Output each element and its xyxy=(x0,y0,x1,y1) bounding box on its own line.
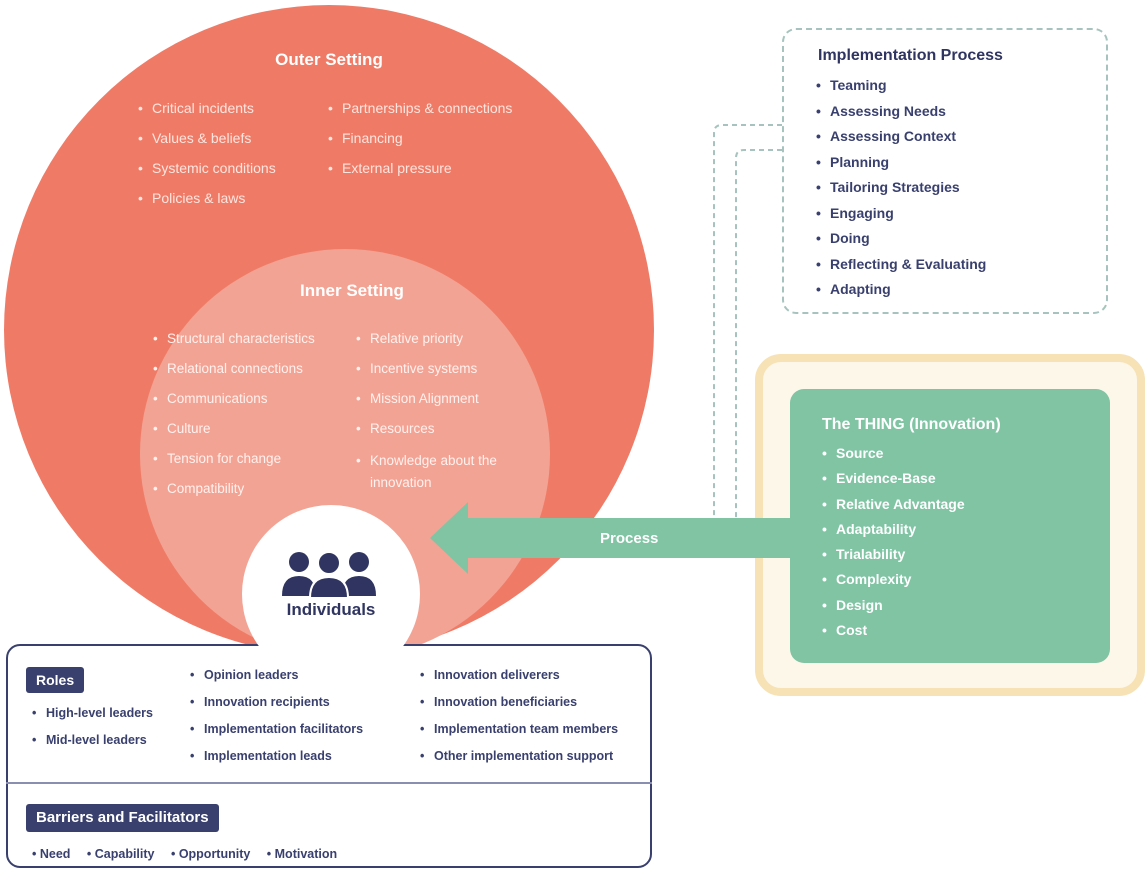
outer-setting-title: Outer Setting xyxy=(275,50,383,69)
inner-setting-title: Inner Setting xyxy=(300,281,404,300)
inner-setting-item: Relational connections xyxy=(153,360,315,390)
inner-setting-item: Relative priority xyxy=(356,330,500,360)
role-item: High-level leaders xyxy=(32,705,153,732)
process-item: Engaging xyxy=(816,204,986,230)
role-item: Innovation recipients xyxy=(190,694,363,721)
implementation-process-title: Implementation Process xyxy=(818,47,1003,64)
role-item: Innovation deliverers xyxy=(420,667,618,694)
inner-setting-list-right: Relative priority Incentive systems Miss… xyxy=(356,330,500,494)
bf-bullet: • xyxy=(32,847,40,861)
inner-setting-item: Communications xyxy=(153,390,315,420)
innovation-list: Source Evidence-Base Relative Advantage … xyxy=(822,444,965,646)
bf-item: Need xyxy=(39,847,71,861)
process-item: Reflecting & Evaluating xyxy=(816,255,986,281)
inner-setting-item: Incentive systems xyxy=(356,360,500,390)
innovation-item: Relative Advantage xyxy=(822,495,965,520)
roles-list-2: Opinion leaders Innovation recipients Im… xyxy=(190,667,363,775)
process-item: Tailoring Strategies xyxy=(816,178,986,204)
role-item: Mid-level leaders xyxy=(32,732,153,759)
inner-setting-item: Structural characteristics xyxy=(153,330,315,360)
bf-item: Capability xyxy=(94,847,155,861)
role-item: Implementation leads xyxy=(190,748,363,775)
people-group-icon xyxy=(282,551,376,598)
inner-setting-item: Knowledge about the innovation xyxy=(356,450,500,494)
inner-setting-item: Tension for change xyxy=(153,450,315,480)
outer-setting-item: Values & beliefs xyxy=(138,128,276,158)
roles-list-3: Innovation deliverers Innovation benefic… xyxy=(420,667,618,775)
inner-setting-item: Culture xyxy=(153,420,315,450)
inner-setting-item: Resources xyxy=(356,420,500,450)
process-item: Planning xyxy=(816,153,986,179)
innovation-item: Evidence-Base xyxy=(822,469,965,494)
implementation-process-box xyxy=(782,28,1108,314)
role-item: Innovation beneficiaries xyxy=(420,694,618,721)
process-arrow-label: Process xyxy=(600,530,659,547)
bf-bullet: • xyxy=(86,847,95,861)
bf-bullet: • xyxy=(266,847,275,861)
inner-setting-list-left: Structural characteristics Relational co… xyxy=(153,330,315,510)
individuals-divider xyxy=(6,782,652,784)
role-item: Implementation facilitators xyxy=(190,721,363,748)
role-item: Opinion leaders xyxy=(190,667,363,694)
innovation-item: Design xyxy=(822,596,965,621)
roles-list-1: High-level leaders Mid-level leaders xyxy=(32,705,153,759)
barriers-facilitators-tag: Barriers and Facilitators xyxy=(26,804,219,832)
outer-setting-list-left: Critical incidents Values & beliefs Syst… xyxy=(138,98,276,218)
innovation-item: Cost xyxy=(822,621,965,646)
inner-setting-item: Mission Alignment xyxy=(356,390,500,420)
innovation-item: Source xyxy=(822,444,965,469)
innovation-item: Complexity xyxy=(822,570,965,595)
outer-setting-item: External pressure xyxy=(328,158,512,188)
process-item: Doing xyxy=(816,229,986,255)
process-item: Teaming xyxy=(816,76,986,102)
innovation-item: Trialability xyxy=(822,545,965,570)
process-item: Assessing Needs xyxy=(816,102,986,128)
outer-setting-item: Partnerships & connections xyxy=(328,98,512,128)
outer-setting-list-right: Partnerships & connections Financing Ext… xyxy=(328,98,512,188)
role-item: Other implementation support xyxy=(420,748,618,775)
bf-bullet: • xyxy=(170,847,179,861)
outer-setting-item: Policies & laws xyxy=(138,188,276,218)
role-item: Implementation team members xyxy=(420,721,618,748)
bf-item: Opportunity xyxy=(178,847,251,861)
process-arrow xyxy=(430,502,794,574)
inner-setting-item: Compatibility xyxy=(153,480,315,510)
bf-item: Motivation xyxy=(274,847,338,861)
outer-setting-item: Financing xyxy=(328,128,512,158)
process-item: Adapting xyxy=(816,280,986,306)
barriers-facilitators-list: • Need • Capability • Opportunity • Moti… xyxy=(32,845,337,863)
innovation-title: The THING (Innovation) xyxy=(822,416,1001,433)
outer-setting-item: Critical incidents xyxy=(138,98,276,128)
innovation-item: Adaptability xyxy=(822,520,965,545)
implementation-process-list: Teaming Assessing Needs Assessing Contex… xyxy=(816,76,986,306)
roles-tag: Roles xyxy=(26,667,85,693)
outer-setting-item: Systemic conditions xyxy=(138,158,276,188)
process-item: Assessing Context xyxy=(816,127,986,153)
individuals-label: Individuals xyxy=(286,600,376,619)
